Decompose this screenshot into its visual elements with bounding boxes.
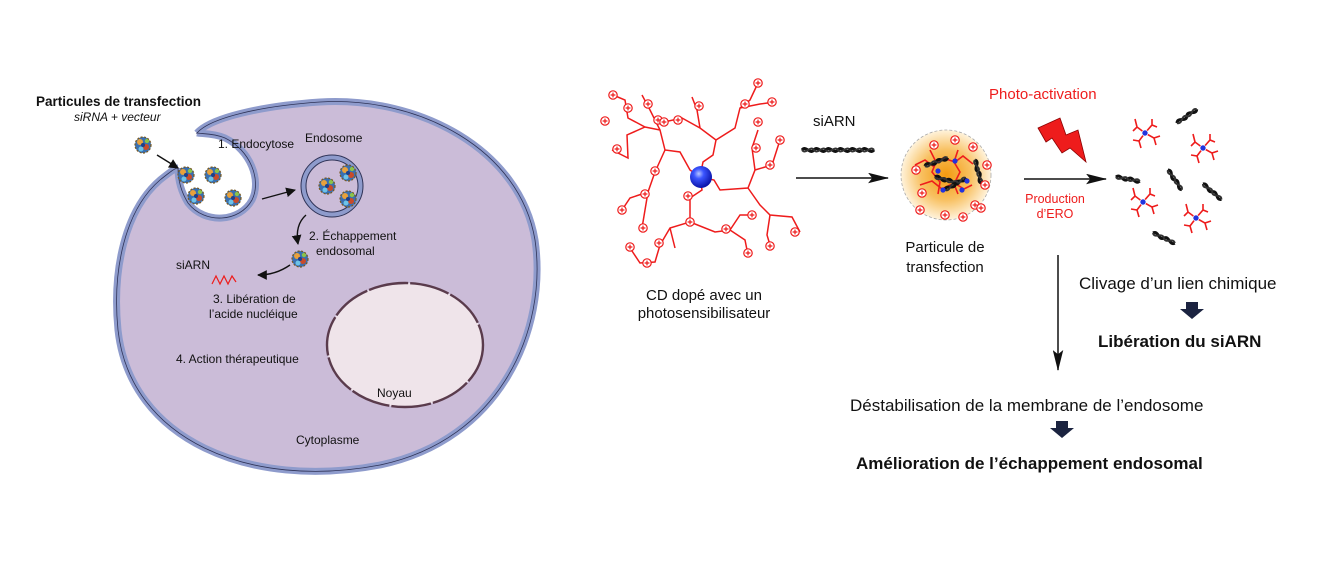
destabilization-result-arrow (1050, 421, 1074, 438)
cd-caption-line1: CD dopé avec un (646, 287, 762, 304)
sirna-helix-icon (800, 147, 876, 153)
transfection-particles-subtitle: siRNA + vecteur (74, 110, 161, 124)
particle-icon (134, 136, 152, 154)
release-arrow (257, 264, 291, 280)
sirna-strand-icon (211, 274, 237, 286)
cd-caption: CD dopé avec un photosensibilisateur (604, 287, 804, 323)
cytoplasm-label: Cytoplasme (296, 433, 360, 447)
ros-production-label: Production d’ERO (1015, 192, 1095, 222)
particle-icon (224, 189, 242, 207)
step2-label-line1: 2. Échappement (309, 229, 397, 243)
cleavage-result-arrow (1180, 302, 1204, 319)
particle-icon (339, 164, 357, 182)
particle-caption-line2: transfection (906, 259, 984, 276)
lightning-icon (1037, 117, 1087, 164)
step3-label-line1: 3. Libération de (213, 292, 296, 306)
step4-label: 4. Action thérapeutique (176, 352, 299, 366)
sirna-release-label: Libération du siARN (1098, 332, 1262, 351)
nucleus-label: Noyau (377, 386, 412, 400)
cleavage-label: Clivage d’un lien chimique (1079, 274, 1277, 293)
endosome-label: Endosome (305, 131, 363, 145)
cd-caption-line2: photosensibilisateur (637, 305, 771, 322)
particle-icon (339, 190, 357, 208)
particle-icon (318, 177, 336, 195)
escape-arrow (291, 214, 307, 245)
destabilization-label: Déstabilisation de la membrane de l’endo… (850, 396, 1204, 415)
step3-label-line2: l’acide nucléique (209, 307, 298, 321)
transfection-particles-title: Particules de transfection (36, 94, 202, 109)
photo-activation-label: Photo-activation (989, 86, 1097, 103)
nucleus (325, 281, 485, 409)
particle-caption-line1: Particule de (905, 239, 985, 256)
photosensitizer-core (690, 166, 712, 188)
ros-production-line1: Production (1025, 192, 1085, 206)
particle-icon (187, 187, 205, 205)
step1-label: 1. Endocytose (218, 137, 295, 151)
ros-production-line2: d’ERO (1036, 207, 1074, 221)
particle-icon (204, 166, 222, 184)
transfection-particle (900, 129, 992, 222)
endocytose-arrow (261, 187, 296, 200)
step2-label-line2: endosomal (316, 244, 375, 258)
particle-icon (177, 166, 195, 184)
particle-icon (291, 250, 309, 268)
improvement-label: Amélioration de l’échappement endosomal (856, 454, 1203, 473)
sirna-label-cell: siARN (176, 258, 211, 272)
particle-caption: Particule de transfection (885, 238, 1005, 278)
released-products (1114, 106, 1224, 246)
sirna-label-right: siARN (813, 113, 856, 130)
dendrimer (611, 82, 801, 264)
entry-arrow (156, 154, 179, 169)
